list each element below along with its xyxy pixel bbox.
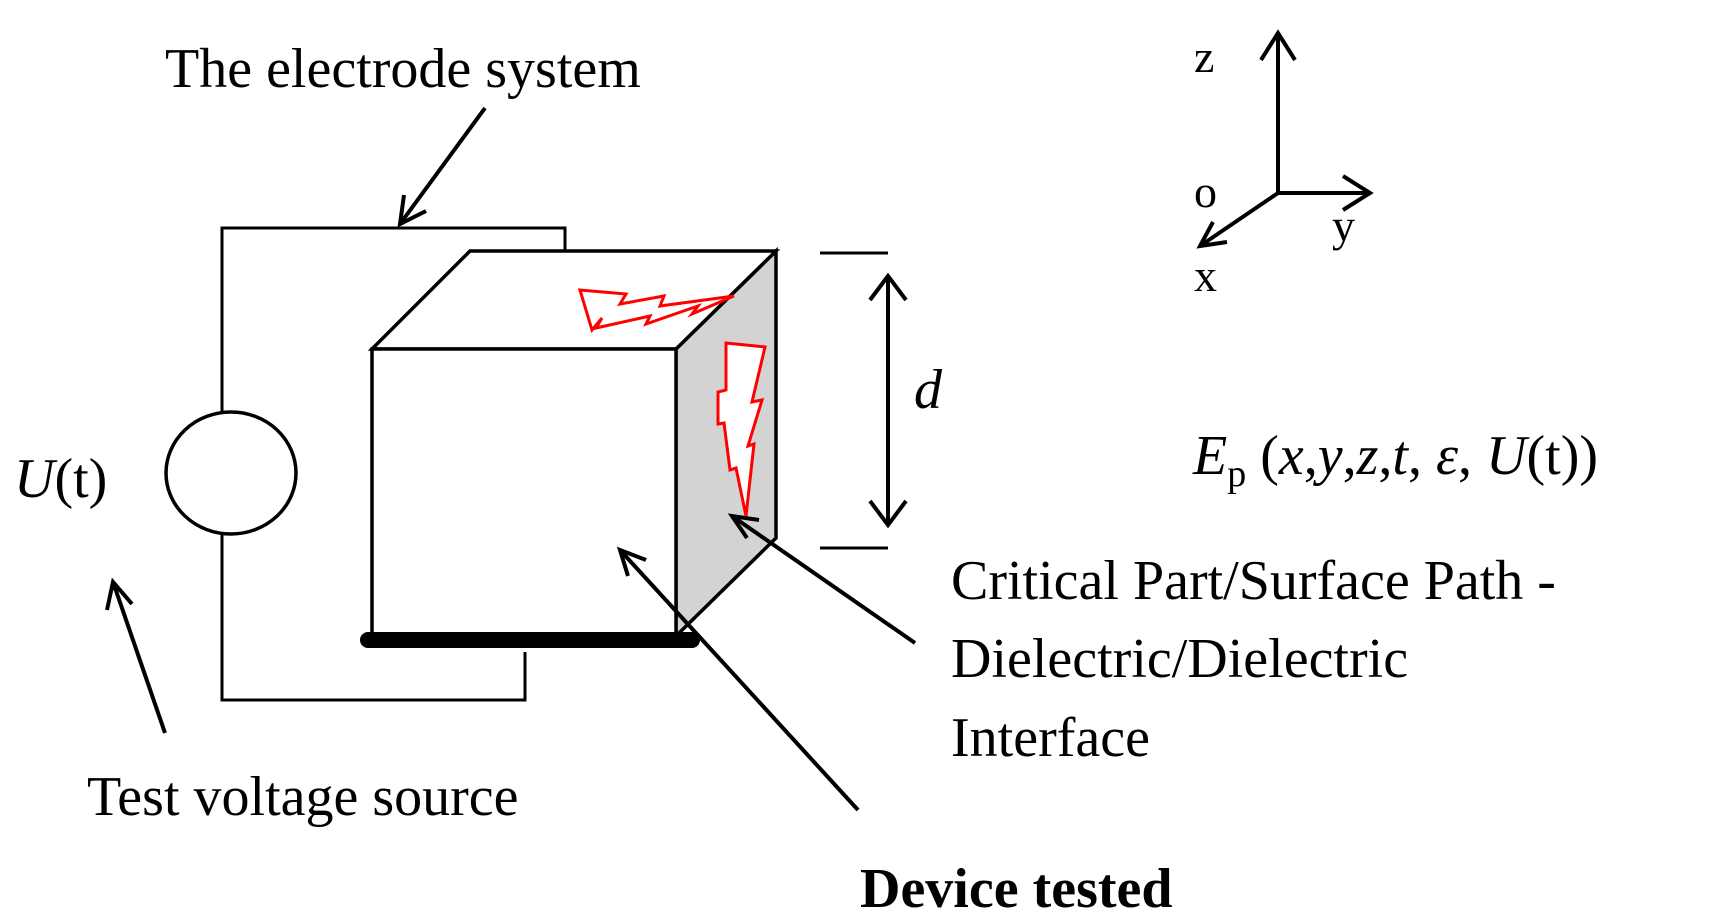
thickness-dimension bbox=[820, 251, 908, 550]
electrode-system-pointer bbox=[398, 106, 487, 226]
voltage-source-symbol bbox=[164, 410, 298, 536]
formula-comma-4: , bbox=[1408, 425, 1436, 487]
electrode-system-label: The electrode system bbox=[165, 38, 641, 100]
formula-z: z bbox=[1356, 425, 1379, 487]
formula-symbol: E bbox=[1192, 425, 1227, 487]
field-formula: Ep (x,y,z,t, ε, U(t)) bbox=[1192, 425, 1598, 495]
circuit-wiring bbox=[220, 226, 567, 702]
y-axis-label: y bbox=[1332, 200, 1355, 251]
top-wire bbox=[220, 226, 567, 413]
spark-side-face bbox=[716, 341, 767, 517]
spark-top-face bbox=[577, 288, 735, 334]
formula-t: t bbox=[1392, 425, 1409, 487]
test-voltage-source-label: Test voltage source bbox=[87, 766, 518, 828]
pointer-arrows bbox=[105, 106, 917, 812]
device-tested-pointer bbox=[618, 548, 860, 812]
formula-tail: (t)) bbox=[1526, 425, 1598, 487]
critical-path-label-line1: Critical Part/Surface Path - bbox=[951, 550, 1556, 612]
formula-open: ( bbox=[1246, 425, 1279, 487]
z-axis-label: z bbox=[1194, 31, 1214, 82]
formula-comma-5: , bbox=[1458, 425, 1486, 487]
cube-front-face bbox=[370, 347, 678, 638]
formula-u: U bbox=[1486, 425, 1530, 487]
formula-subscript: p bbox=[1227, 453, 1246, 495]
formula-comma-3: , bbox=[1378, 425, 1392, 487]
formula-comma-1: , bbox=[1304, 425, 1318, 487]
formula-epsilon: ε bbox=[1436, 425, 1459, 487]
thickness-label: d bbox=[914, 359, 943, 421]
critical-path-label-line2: Dielectric/Dielectric bbox=[951, 628, 1408, 690]
origin-label: o bbox=[1194, 166, 1217, 217]
critical-path-label-line3: Interface bbox=[951, 707, 1150, 769]
device-cube bbox=[360, 246, 781, 648]
voltage-symbol: U bbox=[14, 448, 58, 510]
coordinate-axes: z y x o bbox=[1194, 29, 1374, 301]
x-axis bbox=[1198, 191, 1280, 248]
critical-path-pointer bbox=[730, 514, 917, 645]
formula-x: x bbox=[1278, 425, 1304, 487]
voltage-label: U(t) bbox=[14, 448, 107, 510]
formula-y: y bbox=[1313, 425, 1343, 487]
voltage-source-pointer bbox=[111, 581, 167, 734]
device-tested-label: Device tested bbox=[860, 858, 1173, 920]
formula-comma-2: , bbox=[1343, 425, 1357, 487]
x-axis-label: x bbox=[1194, 250, 1217, 301]
bottom-wire bbox=[220, 533, 527, 702]
voltage-argument: (t) bbox=[54, 448, 107, 510]
